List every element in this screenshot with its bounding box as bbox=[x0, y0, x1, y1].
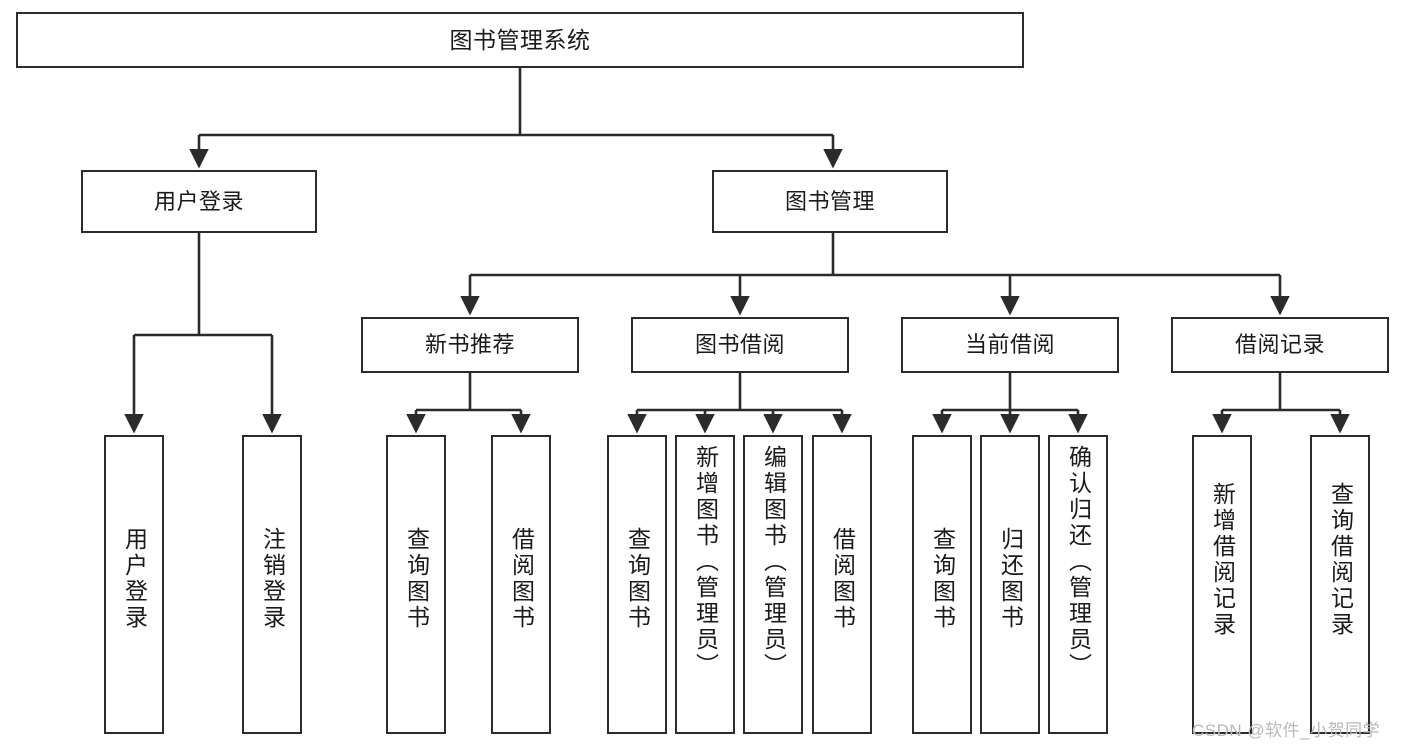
node-leaf-query-book-a[interactable]: 查询图书 bbox=[386, 435, 446, 734]
node-label: 归还图书 bbox=[997, 527, 1024, 631]
node-leaf-query-book-b[interactable]: 查询图书 bbox=[607, 435, 667, 734]
node-leaf-query-borrow-record[interactable]: 查询借阅记录 bbox=[1310, 435, 1370, 734]
node-label: 新书推荐 bbox=[424, 332, 515, 358]
node-leaf-query-book-c[interactable]: 查询图书 bbox=[912, 435, 972, 734]
node-leaf-user-login[interactable]: 用户登录 bbox=[104, 435, 164, 734]
node-label: 借阅记录 bbox=[1234, 332, 1325, 358]
node-label: 当前借阅 bbox=[964, 332, 1055, 358]
node-leaf-add-book-admin[interactable]: 新增图书（管理员） bbox=[675, 435, 735, 734]
node-label: 借阅图书 bbox=[508, 527, 535, 631]
node-leaf-confirm-return-admin[interactable]: 确认归还（管理员） bbox=[1048, 435, 1108, 734]
node-new-book-recommendation[interactable]: 新书推荐 bbox=[361, 317, 579, 373]
node-label: 注销登录 bbox=[259, 527, 286, 631]
node-label: 用户登录 bbox=[153, 188, 244, 214]
node-leaf-edit-book-admin[interactable]: 编辑图书（管理员） bbox=[743, 435, 803, 734]
node-label: 查询图书 bbox=[403, 527, 430, 631]
node-root-book-management-system[interactable]: 图书管理系统 bbox=[16, 12, 1024, 68]
node-label: 查询图书 bbox=[624, 527, 651, 631]
node-leaf-logout[interactable]: 注销登录 bbox=[242, 435, 302, 734]
node-label: 图书管理 bbox=[784, 188, 875, 214]
node-label: 图书借阅 bbox=[694, 332, 785, 358]
node-leaf-borrow-book-b[interactable]: 借阅图书 bbox=[812, 435, 872, 734]
node-leaf-borrow-book-a[interactable]: 借阅图书 bbox=[491, 435, 551, 734]
node-book-management[interactable]: 图书管理 bbox=[712, 170, 948, 233]
node-label: 新增借阅记录 bbox=[1209, 482, 1236, 638]
node-book-borrowing[interactable]: 图书借阅 bbox=[631, 317, 849, 373]
node-label: 借阅图书 bbox=[829, 527, 856, 631]
csdn-watermark: CSDN @软件_小贺同学 bbox=[1192, 721, 1381, 740]
node-borrow-records[interactable]: 借阅记录 bbox=[1171, 317, 1389, 373]
node-label: 图书管理系统 bbox=[449, 26, 591, 53]
node-label: 编辑图书（管理员） bbox=[760, 445, 787, 679]
node-label: 用户登录 bbox=[121, 527, 148, 631]
node-user-login[interactable]: 用户登录 bbox=[81, 170, 317, 233]
node-label: 查询图书 bbox=[929, 527, 956, 631]
node-label: 新增图书（管理员） bbox=[692, 445, 719, 679]
node-leaf-return-book[interactable]: 归还图书 bbox=[980, 435, 1040, 734]
node-leaf-add-borrow-record[interactable]: 新增借阅记录 bbox=[1192, 435, 1252, 734]
node-current-borrowing[interactable]: 当前借阅 bbox=[901, 317, 1119, 373]
node-label: 确认归还（管理员） bbox=[1065, 445, 1092, 679]
node-label: 查询借阅记录 bbox=[1327, 482, 1354, 638]
